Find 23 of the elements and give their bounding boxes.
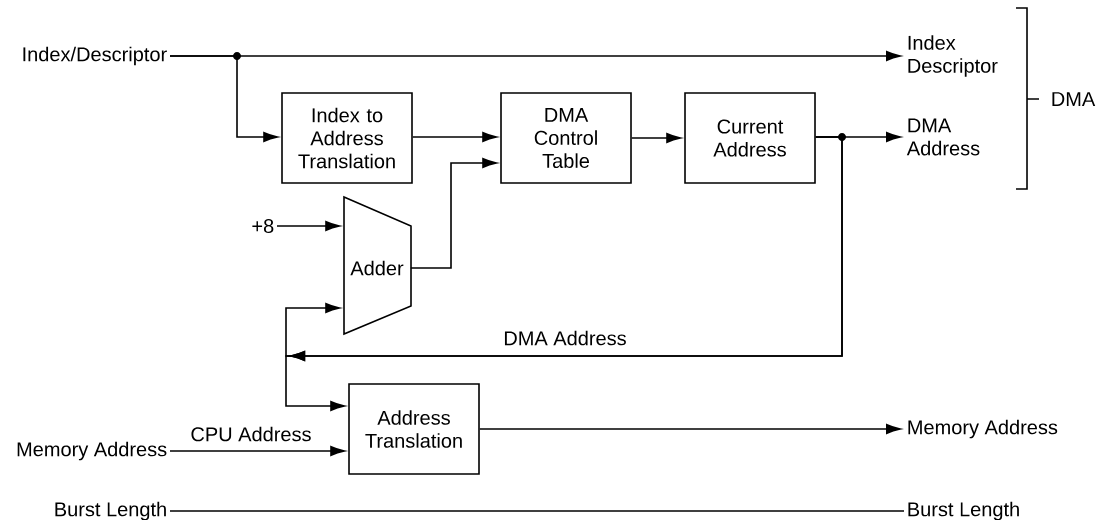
- signal-label: DMA Address: [906, 118, 980, 156]
- signal-label: Index/Descriptor: [23, 46, 167, 66]
- arrow: [285, 136, 843, 412]
- arrow: [479, 423, 901, 435]
- signal-label: Memory Address: [908, 419, 1058, 439]
- arrow: [169, 445, 345, 457]
- signal-label: Memory Address: [17, 441, 167, 461]
- arrow: [410, 157, 497, 269]
- arrow: [412, 131, 497, 143]
- arrow: [169, 55, 278, 143]
- arrow: [276, 220, 340, 232]
- signal-label: Burst Length: [908, 501, 1019, 520]
- edge-label: CPU Address: [191, 426, 311, 442]
- edge-label: DMA Address: [504, 330, 626, 346]
- arrow: [631, 132, 681, 144]
- signal-label: Index Descriptor: [908, 35, 998, 77]
- signal-label: Burst Length: [55, 501, 166, 520]
- process-box: Index to Address Translation: [281, 92, 413, 184]
- bracket-label: DMA: [1052, 92, 1096, 106]
- process-box: Current Address: [684, 92, 816, 184]
- signal-label: +8: [252, 218, 274, 234]
- process-box: Address Translation: [348, 383, 480, 475]
- process-box: DMA Control Table: [500, 92, 632, 184]
